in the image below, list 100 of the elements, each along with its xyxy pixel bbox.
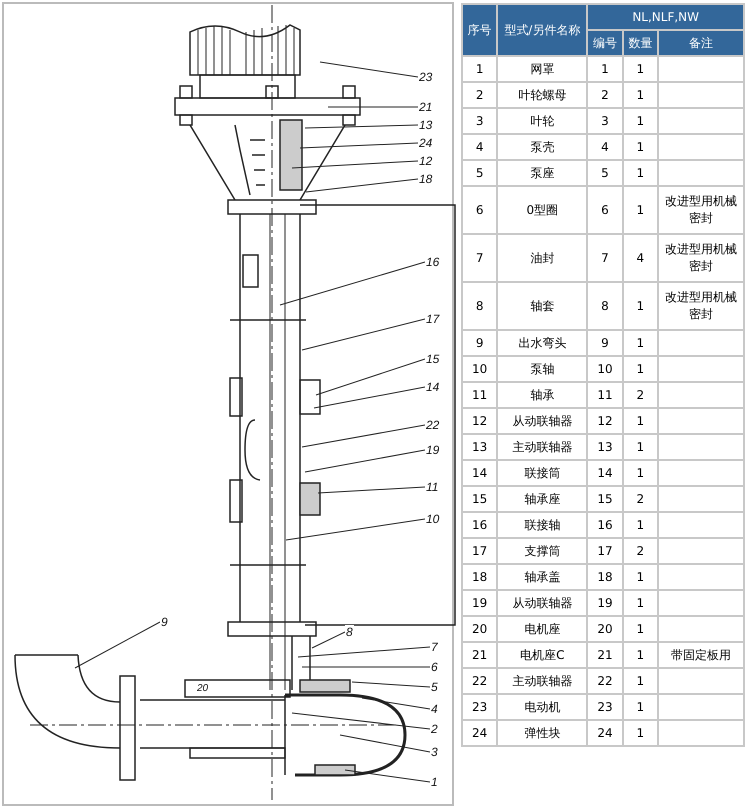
table-cell: 1 [622, 564, 658, 590]
table-cell: 12 [462, 408, 498, 434]
table-cell: 2 [462, 82, 498, 108]
table-cell: 18 [462, 564, 498, 590]
table-cell: 2 [622, 538, 658, 564]
table-cell: 1 [622, 694, 658, 720]
table-cell: 1 [622, 56, 658, 82]
leader-line [304, 124, 418, 128]
table-cell: 22 [587, 668, 623, 694]
leader-line [298, 646, 430, 658]
table-cell: 24 [462, 720, 498, 746]
callout-number: 10 [425, 512, 440, 526]
table-cell: 10 [587, 356, 623, 382]
table-cell: 12 [587, 408, 623, 434]
callout-number: 9 [160, 615, 169, 629]
leader-line [344, 770, 430, 782]
table-cell: 6 [462, 186, 498, 234]
table-cell: 1 [622, 330, 658, 356]
callout-number: 8 [345, 625, 354, 639]
table-cell: 轴承 [497, 382, 588, 408]
callout-number: 15 [425, 352, 440, 366]
table-cell: 7 [462, 234, 498, 282]
table-cell: 15 [587, 486, 623, 512]
table-cell: 出水弯头 [497, 330, 588, 356]
table-cell: 11 [587, 382, 623, 408]
table-cell: 带固定板用 [658, 642, 744, 668]
callout-number: 18 [418, 172, 434, 186]
table-cell: 泵壳 [497, 134, 588, 160]
leader-line [352, 682, 430, 688]
table-cell: 弹性块 [497, 720, 588, 746]
table-cell: 1 [622, 408, 658, 434]
table-cell: 1 [622, 720, 658, 746]
leader-line [304, 450, 426, 472]
table-cell: 19 [587, 590, 623, 616]
table-cell: 改进型用机械密封 [658, 186, 744, 234]
table-cell: 8 [587, 282, 623, 330]
table-cell: 1 [622, 108, 658, 134]
table-cell: 5 [587, 160, 623, 186]
leader-line [292, 712, 430, 730]
table-cell: 1 [622, 186, 658, 234]
table-cell: 电机座 [497, 616, 588, 642]
table-cell: 4 [622, 234, 658, 282]
header-cell: 数量 [622, 30, 658, 56]
table-cell: 油封 [497, 234, 588, 282]
callout-number: 13 [418, 118, 434, 132]
leader-line [320, 62, 418, 78]
leader-line [292, 160, 418, 168]
table-cell: 1 [462, 56, 498, 82]
callout-number: 20 [196, 682, 210, 696]
table-cell: 5 [462, 160, 498, 186]
table-cell: 轴承座 [497, 486, 588, 512]
table-cell: 1 [622, 434, 658, 460]
leader-line [328, 106, 418, 108]
leader-line [340, 734, 430, 752]
callout-number: 14 [425, 380, 440, 394]
table-cell: 21 [587, 642, 623, 668]
leader-line [300, 142, 418, 148]
table-cell: 泵轴 [497, 356, 588, 382]
table-cell: 23 [462, 694, 498, 720]
table-cell: 0型圈 [497, 186, 588, 234]
table-cell: 网罩 [497, 56, 588, 82]
leader-line [314, 386, 426, 408]
table-cell: 1 [622, 642, 658, 668]
callout-number: 17 [425, 312, 440, 326]
table-cell: 22 [462, 668, 498, 694]
table-cell: 改进型用机械密封 [658, 282, 744, 330]
header-cell: 编号 [587, 30, 623, 56]
table-cell: 电机座C [497, 642, 588, 668]
table-cell: 15 [462, 486, 498, 512]
table-cell: 2 [622, 382, 658, 408]
table-cell: 24 [587, 720, 623, 746]
table-cell: 16 [587, 512, 623, 538]
table-cell: 14 [587, 460, 623, 486]
table-cell: 1 [622, 512, 658, 538]
leader-line [74, 622, 160, 668]
leader-line [302, 424, 426, 448]
table-cell: 16 [462, 512, 498, 538]
table-cell: 4 [587, 134, 623, 160]
leader-line [280, 262, 426, 306]
header-cell: 序号 [462, 4, 498, 56]
table-cell: 9 [587, 330, 623, 356]
table-cell: 1 [622, 82, 658, 108]
table-cell: 10 [462, 356, 498, 382]
leader-line [306, 178, 418, 192]
table-cell: 2 [622, 486, 658, 512]
callout-number: 11 [425, 480, 440, 494]
header-cell: 备注 [658, 30, 744, 56]
table-cell: 13 [462, 434, 498, 460]
leader-line [318, 486, 426, 494]
table-cell: 叶轮螺母 [497, 82, 588, 108]
table-cell: 13 [587, 434, 623, 460]
table-cell: 1 [622, 616, 658, 642]
table-cell: 17 [462, 538, 498, 564]
table-cell: 18 [587, 564, 623, 590]
table-cell: 1 [622, 356, 658, 382]
table-cell: 主动联轴器 [497, 434, 588, 460]
leader-line [362, 698, 430, 710]
table-cell: 1 [587, 56, 623, 82]
header-cell: NL,NLF,NW [587, 4, 744, 30]
callout-number: 24 [418, 136, 434, 150]
